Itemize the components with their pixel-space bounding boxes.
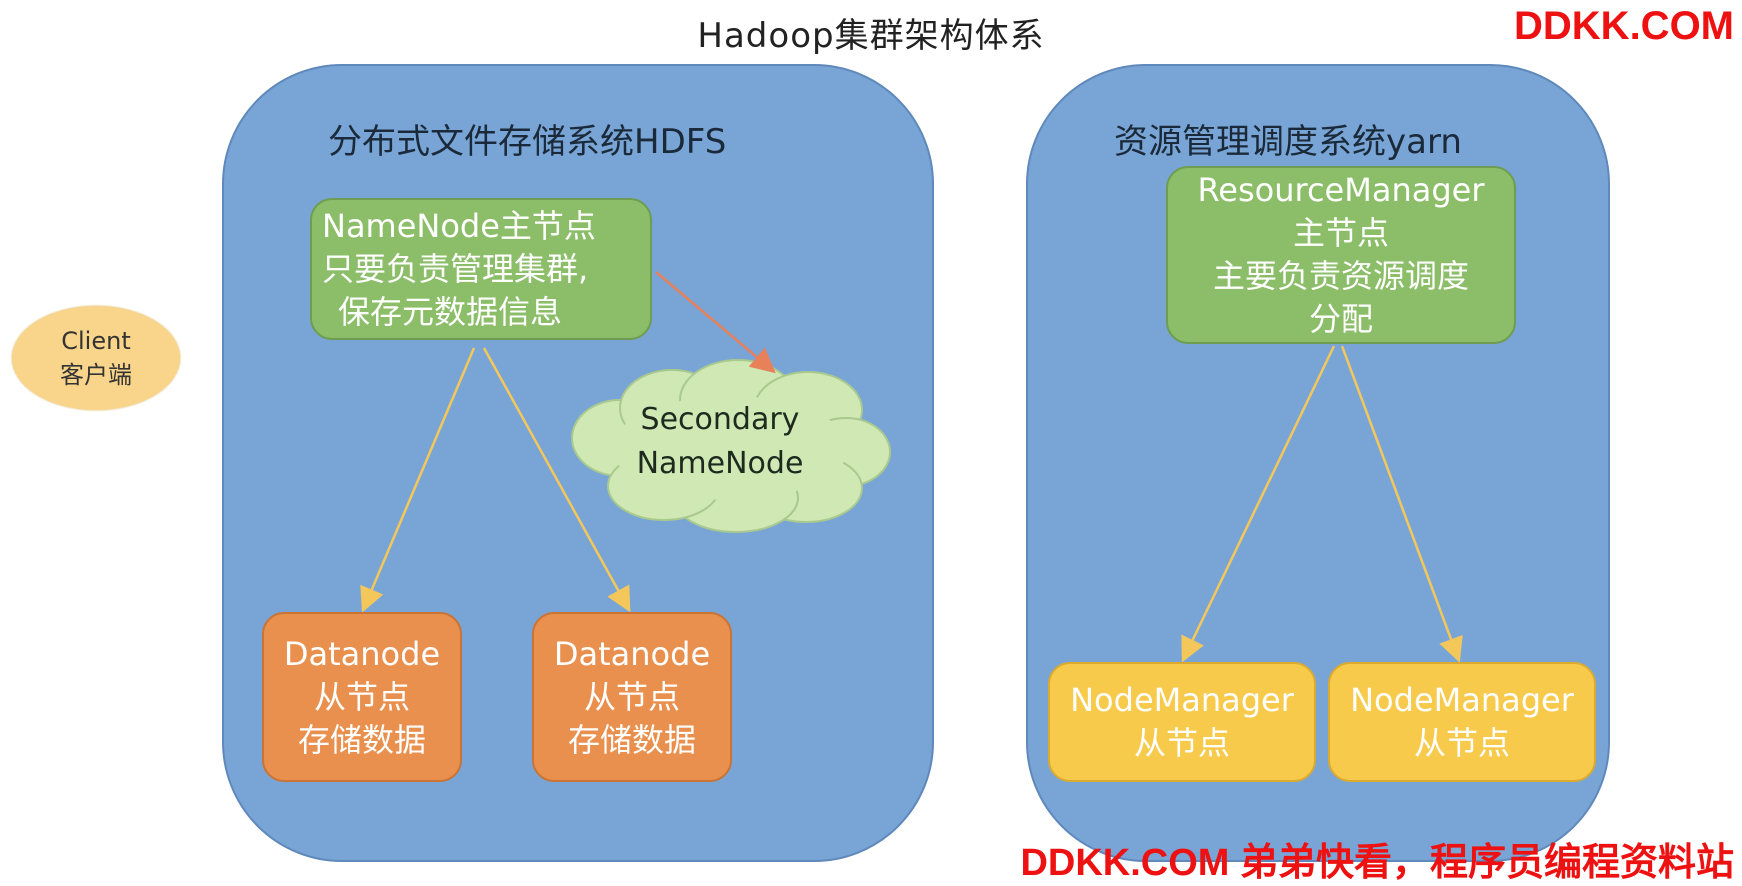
hdfs-panel-title: 分布式文件存储系统HDFS — [328, 122, 727, 162]
watermark-top: DDKK.COM — [1514, 4, 1734, 48]
nodemanager1-line2: 从节点 — [1133, 724, 1230, 762]
client-label: Client — [61, 327, 131, 355]
datanode-box-1: Datanode 从节点 存储数据 — [262, 612, 462, 782]
rm-line3: 主要负责资源调度 — [1212, 257, 1469, 295]
datanode1-line3: 存储数据 — [297, 720, 426, 759]
datanode2-line3: 存储数据 — [567, 720, 696, 759]
secondary-line2: NameNode — [636, 446, 804, 481]
datanode2-line2: 从节点 — [583, 677, 680, 716]
namenode-line1: NameNode主节点 — [322, 206, 596, 245]
datanode2-line1: Datanode — [553, 634, 711, 673]
datanode1-line2: 从节点 — [313, 677, 410, 716]
nodemanager-box-1: NodeManager 从节点 — [1048, 662, 1316, 782]
nodemanager-box-2: NodeManager 从节点 — [1328, 662, 1596, 782]
secondary-line1: Secondary — [640, 402, 800, 437]
nodemanager2-line2: 从节点 — [1413, 724, 1510, 762]
namenode-line3: 保存元数据信息 — [338, 292, 563, 331]
watermark-bottom: DDKK.COM 弟弟快看，程序员编程资料站 — [1020, 842, 1734, 884]
secondary-namenode-label: Secondary NameNode — [600, 398, 840, 486]
rm-line4: 分配 — [1308, 300, 1373, 338]
arrow-namenode-datanode1 — [360, 347, 476, 613]
rm-line1: ResourceManager — [1197, 171, 1485, 209]
nodemanager2-line1: NodeManager — [1350, 681, 1574, 719]
datanode1-line1: Datanode — [283, 634, 441, 673]
arrow-namenode-datanode2 — [482, 347, 631, 613]
arrow-namenode-secondary — [655, 271, 776, 374]
secondary-namenode-cloud — [571, 359, 891, 533]
client-node: Client 客户端 — [12, 306, 180, 410]
yarn-panel-title: 资源管理调度系统yarn — [1114, 122, 1462, 162]
arrow-rm-nodemanager2 — [1340, 345, 1463, 663]
namenode-line2: 只要负责管理集群, — [322, 249, 589, 288]
diagram-title: Hadoop集群架构体系 — [697, 16, 1045, 56]
arrow-rm-nodemanager1 — [1181, 345, 1336, 663]
rm-line2: 主节点 — [1292, 214, 1389, 252]
nodemanager1-line1: NodeManager — [1070, 681, 1294, 719]
namenode-box: NameNode主节点 只要负责管理集群, 保存元数据信息 — [310, 198, 652, 340]
datanode-box-2: Datanode 从节点 存储数据 — [532, 612, 732, 782]
resourcemanager-box: ResourceManager 主节点 主要负责资源调度 分配 — [1166, 166, 1516, 344]
client-sublabel: 客户端 — [60, 361, 132, 389]
